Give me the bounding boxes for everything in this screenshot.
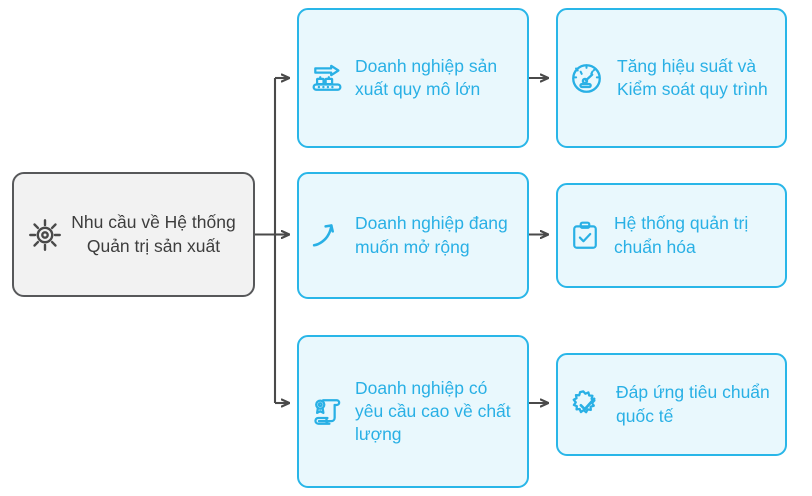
growth-arrow-icon	[309, 218, 345, 254]
outcome-label-1: Tăng hiệu suất và Kiểm soát quy trình	[617, 55, 768, 99]
outcome-label-3: Đáp ứng tiêu chuẩn quốc tế	[616, 382, 770, 426]
root-label: Nhu cầu về Hệ thống Quản trị sản xuất	[71, 212, 236, 256]
condition-label-3: Doanh nghiệp có yêu cầu cao về chất lượn…	[355, 377, 511, 445]
condition-card-3[interactable]: Doanh nghiệp có yêu cầu cao về chất lượn…	[297, 335, 529, 488]
root-node[interactable]: Nhu cầu về Hệ thống Quản trị sản xuất	[12, 172, 255, 297]
certificate-scroll-icon	[309, 393, 345, 431]
gear-icon	[28, 218, 62, 252]
outcome-card-2[interactable]: Hệ thống quản trị chuẩn hóa	[556, 183, 787, 288]
condition-card-1[interactable]: Doanh nghiệp sản xuất quy mô lớn	[297, 8, 529, 148]
outcome-label-2: Hệ thống quản trị chuẩn hóa	[614, 213, 749, 257]
condition-label-2: Doanh nghiệp đang muốn mở rộng	[355, 213, 508, 257]
outcome-card-3[interactable]: Đáp ứng tiêu chuẩn quốc tế	[556, 353, 787, 456]
condition-card-2[interactable]: Doanh nghiệp đang muốn mở rộng	[297, 172, 529, 299]
gear-check-icon	[568, 387, 604, 423]
outcome-card-1[interactable]: Tăng hiệu suất và Kiểm soát quy trình	[556, 8, 787, 148]
clipboard-check-icon	[568, 218, 602, 254]
conveyor-belt-icon	[309, 60, 345, 96]
condition-label-1: Doanh nghiệp sản xuất quy mô lớn	[355, 55, 498, 99]
speedometer-icon	[568, 60, 605, 97]
